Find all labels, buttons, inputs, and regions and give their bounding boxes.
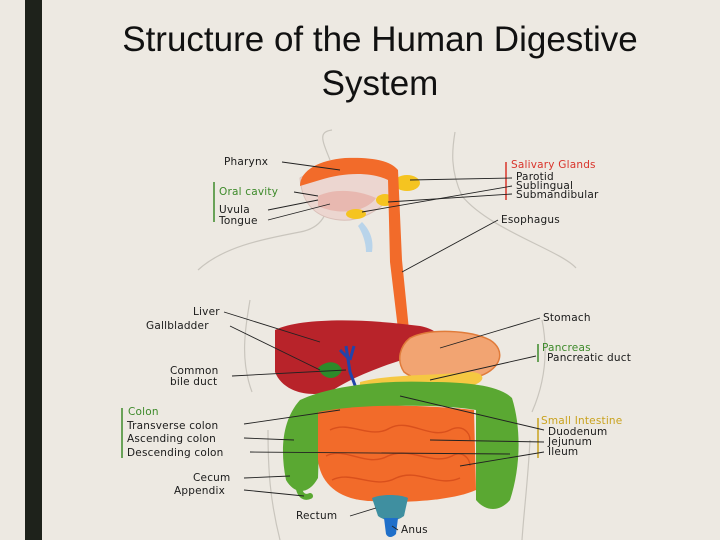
slide-title: Structure of the Human Digestive System: [122, 20, 638, 103]
label-oral-cavity: Oral cavity: [219, 186, 279, 198]
label-descending-colon: Descending colon: [127, 447, 224, 459]
label-submandibular: Submandibular: [516, 189, 599, 201]
liver-shape: [275, 320, 440, 394]
label-pancreatic-duct: Pancreatic duct: [547, 352, 632, 364]
label-ascending-colon: Ascending colon: [127, 433, 216, 445]
bile-duct-shape: [338, 345, 358, 389]
tongue-shape: [318, 190, 376, 212]
label-stomach: Stomach: [543, 312, 591, 324]
label-bile-duct: bile duct: [170, 376, 218, 388]
label-duodenum: Duodenum: [548, 426, 608, 438]
appendix-shape: [295, 475, 313, 500]
label-cecum: Cecum: [193, 472, 231, 484]
colon-shape: [282, 381, 519, 509]
rectum-shape: [372, 495, 408, 521]
label-pharynx: Pharynx: [224, 156, 269, 168]
trachea-shape: [358, 222, 373, 252]
label-appendix: Appendix: [174, 485, 226, 497]
label-uvula: Uvula: [219, 204, 250, 216]
label-parotid: Parotid: [516, 171, 554, 183]
label-small-intestine: Small Intestine: [541, 415, 623, 427]
label-colon: Colon: [128, 406, 159, 418]
label-jejunum: Jejunum: [548, 436, 593, 448]
label-liver: Liver: [193, 306, 220, 318]
label-transverse-colon: Transverse colon: [127, 420, 219, 432]
leader-lines: [223, 161, 545, 531]
slide-accent-bar: [25, 0, 42, 540]
anus-shape: [384, 518, 398, 537]
gallbladder-shape: [318, 362, 342, 378]
label-salivary-glands: Salivary Glands: [511, 159, 596, 171]
label-sublingual: Sublingual: [516, 180, 574, 192]
label-common: Common: [170, 365, 219, 377]
esophagus-shape: [300, 157, 428, 362]
label-rectum: Rectum: [296, 510, 338, 522]
label-tongue: Tongue: [219, 215, 258, 227]
body-outline: [197, 129, 577, 540]
label-ileum: Ileum: [548, 446, 579, 458]
sublingual-gland: [346, 209, 366, 219]
small-intestine-folds: [325, 424, 471, 483]
label-esophagus: Esophagus: [501, 214, 560, 226]
label-gallbladder: Gallbladder: [146, 320, 209, 332]
label-anus: Anus: [401, 524, 428, 536]
label-pancreas: Pancreas: [542, 342, 591, 354]
parotid-gland: [394, 175, 420, 191]
